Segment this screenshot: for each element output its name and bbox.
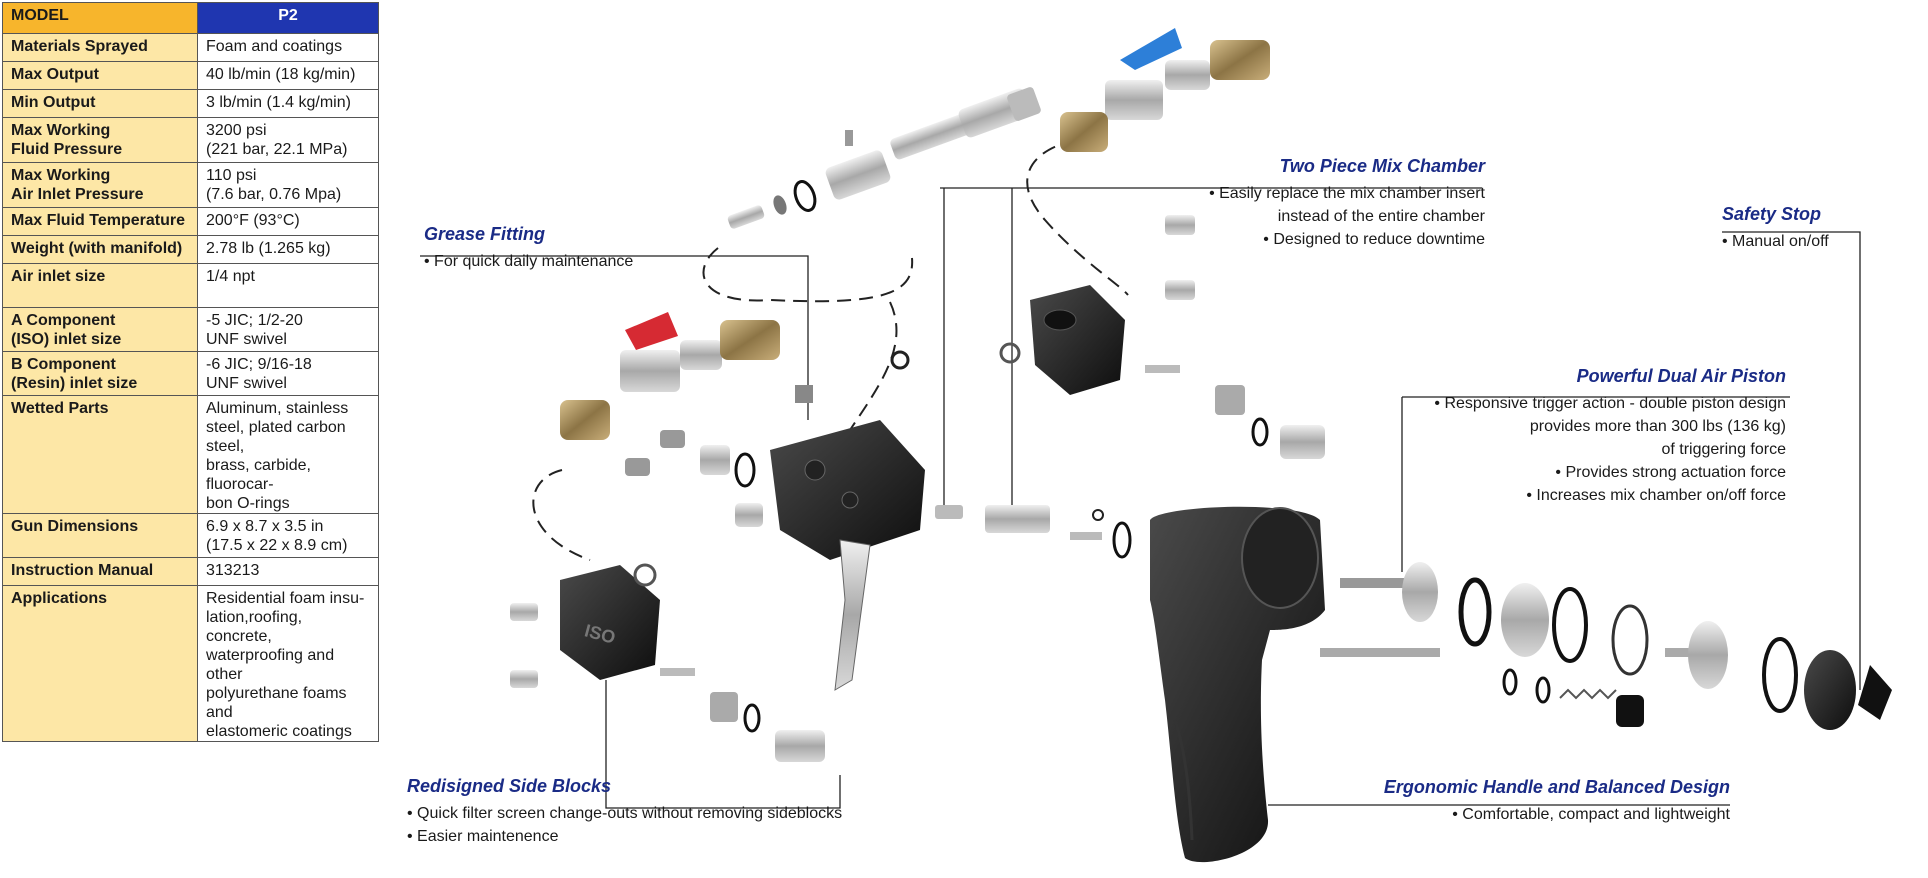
callout-title: Two Piece Mix Chamber — [1279, 156, 1485, 176]
check-valve-parts-icon — [1145, 215, 1325, 459]
callout-bullet: Easier maintenence — [407, 825, 907, 848]
mix-chamber-insert-icon — [935, 505, 1132, 559]
spec-label: Wetted Parts — [2, 395, 198, 514]
spec-label: Max Working Air Inlet Pressure — [2, 162, 198, 208]
spec-value: -5 JIC; 1/2-20 UNF swivel — [197, 307, 379, 352]
spec-label: Max Working Fluid Pressure — [2, 117, 198, 163]
iso-side-block-icon: ISO — [560, 565, 660, 680]
spec-label: Gun Dimensions — [2, 513, 198, 558]
callout-title: Redisigned Side Blocks — [407, 776, 612, 796]
callout-title: Ergonomic Handle and Balanced Design — [1383, 777, 1730, 797]
spec-value: 6.9 x 8.7 x 3.5 in (17.5 x 22 x 8.9 cm) — [197, 513, 379, 558]
spec-label: B Component (Resin) inlet size — [2, 351, 198, 396]
callout-bullet: Easily replace the mix chamber insert in… — [1120, 182, 1485, 228]
callout-dual-air-piston: Powerful Dual Air Piston Responsive trig… — [1400, 364, 1786, 507]
spec-value: Residential foam insu- lation,roofing, c… — [197, 585, 379, 742]
fluid-housing-icon — [770, 420, 925, 691]
callout-bullet: Increases mix chamber on/off force — [1400, 484, 1786, 507]
spec-label: A Component (ISO) inlet size — [2, 307, 198, 352]
spec-value: Foam and coatings — [197, 33, 379, 62]
callout-bullet: Manual on/off — [1722, 230, 1922, 253]
callout-bullet: Provides strong actuation force — [1400, 461, 1786, 484]
callout-title: Grease Fitting — [424, 224, 546, 244]
spec-label: Instruction Manual — [2, 557, 198, 586]
spec-value: 2.78 lb (1.265 kg) — [197, 235, 379, 264]
piston-assembly-icon — [1320, 562, 1892, 730]
gun-handle-icon — [1150, 506, 1325, 863]
spec-value: 3200 psi (221 bar, 22.1 MPa) — [197, 117, 379, 163]
spec-label: Weight (with manifold) — [2, 235, 198, 264]
callout-two-piece-mix-chamber: Two Piece Mix Chamber Easily replace the… — [1120, 154, 1485, 251]
spec-label: Air inlet size — [2, 263, 198, 308]
red-valve-icon — [560, 312, 780, 440]
callout-title: Powerful Dual Air Piston — [1576, 366, 1786, 386]
callout-ergonomic-handle: Ergonomic Handle and Balanced Design Com… — [1330, 775, 1730, 826]
spec-label: Min Output — [2, 89, 198, 118]
spec-value: 110 psi (7.6 bar, 0.76 Mpa) — [197, 162, 379, 208]
spec-value: 3 lb/min (1.4 kg/min) — [197, 89, 379, 118]
table-header-row: MODEL P2 — [2, 2, 379, 34]
callout-bullet: Quick filter screen change-outs without … — [407, 802, 907, 825]
spec-value: Aluminum, stainless steel, plated carbon… — [197, 395, 379, 514]
side-block-parts-icon — [510, 342, 1021, 762]
spec-value: 40 lb/min (18 kg/min) — [197, 61, 379, 90]
callout-bullet: For quick daily maintenance — [424, 250, 724, 273]
table-row: A Component (ISO) inlet size-5 JIC; 1/2-… — [2, 307, 379, 352]
callout-bullet: Comfortable, compact and lightweight — [1330, 803, 1730, 826]
air-inlet-fitting-icon — [727, 87, 1041, 229]
table-row: B Component (Resin) inlet size-6 JIC; 9/… — [2, 351, 379, 396]
callout-grease-fitting: Grease Fitting For quick daily maintenan… — [424, 222, 724, 273]
blue-valve-icon — [1060, 28, 1270, 152]
model-label: MODEL — [2, 2, 198, 34]
callout-redesigned-side-blocks: Redisigned Side Blocks Quick filter scre… — [407, 774, 907, 848]
spec-label: Applications — [2, 585, 198, 742]
table-row: Weight (with manifold)2.78 lb (1.265 kg) — [2, 235, 379, 264]
spec-value: -6 JIC; 9/16-18 UNF swivel — [197, 351, 379, 396]
callout-title: Safety Stop — [1722, 204, 1822, 224]
callout-safety-stop: Safety Stop Manual on/off — [1722, 202, 1922, 253]
spec-value: 200°F (93°C) — [197, 207, 379, 236]
spec-label: Max Fluid Temperature — [2, 207, 198, 236]
resin-side-block-icon — [1030, 285, 1125, 395]
spec-value: 313213 — [197, 557, 379, 586]
spec-value: 1/4 npt — [197, 263, 379, 308]
callout-bullet: Responsive trigger action - double pisto… — [1400, 392, 1786, 461]
callout-bullet: Designed to reduce downtime — [1120, 228, 1485, 251]
